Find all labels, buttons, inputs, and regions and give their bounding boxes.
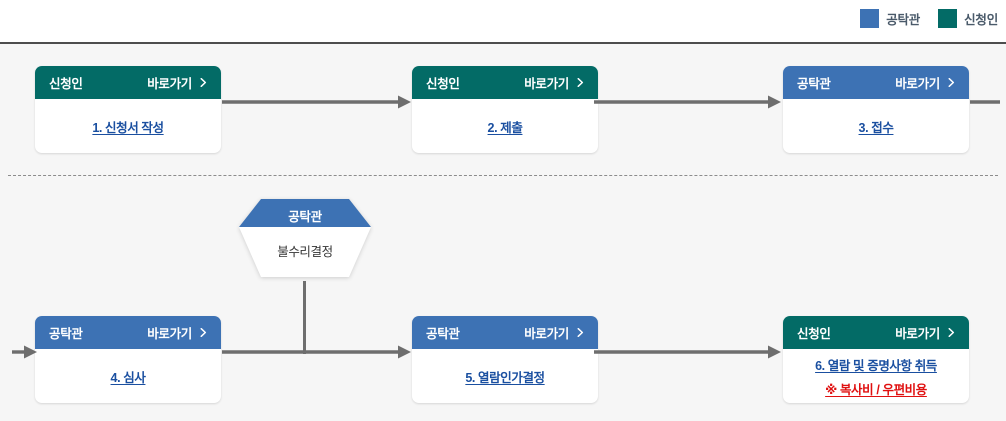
chevron-right-icon: [200, 78, 207, 87]
step-link-text[interactable]: 6. 열람 및 증명사항 취득: [815, 358, 937, 373]
step-card-5[interactable]: 공탁관 바로가기 5. 열람인가결정: [412, 316, 598, 403]
arrow-wrap-in-to-step4: [12, 344, 38, 360]
step-card-body: 3. 접수: [783, 99, 969, 153]
shortcut-link[interactable]: 바로가기: [147, 323, 208, 342]
legend-label: 신청인: [964, 13, 998, 27]
shortcut-link-label: 바로가기: [147, 327, 192, 341]
step-card-body: 1. 신청서 작성: [35, 99, 221, 153]
shortcut-link[interactable]: 바로가기: [524, 323, 585, 342]
step-link-text[interactable]: 2. 제출: [487, 120, 523, 135]
branch-text: 불수리결정: [277, 245, 333, 259]
teal-square-swatch: [938, 9, 958, 28]
step-role-label: 공탁관: [426, 327, 460, 341]
shortcut-link-label: 바로가기: [895, 327, 940, 341]
step-link-text[interactable]: 5. 열람인가결정: [465, 370, 545, 385]
step-card-4[interactable]: 공탁관 바로가기 4. 심사: [35, 316, 221, 403]
arrow-step1-to-step2: [222, 94, 412, 110]
step-card-header: 신청인 바로가기: [35, 66, 221, 99]
chevron-right-icon: [577, 328, 584, 337]
row-divider: [8, 175, 998, 176]
step-note-text[interactable]: ※ 복사비 / 우편비용: [825, 382, 927, 397]
branch-connector-line: [303, 281, 306, 354]
arrow-step5-to-step6: [594, 344, 782, 360]
branch-node-rejection[interactable]: 공탁관 불수리결정: [239, 199, 371, 277]
step-role-label: 신청인: [49, 77, 83, 91]
step-card-header: 공탁관 바로가기: [35, 316, 221, 349]
legend-item-applicant: 신청인: [938, 9, 998, 28]
chevron-right-icon: [200, 328, 207, 337]
shortcut-link-label: 바로가기: [895, 77, 940, 91]
step-role-label: 공탁관: [49, 327, 83, 341]
arrow-step3-wrap-out: [970, 94, 1006, 110]
step-card-3[interactable]: 공탁관 바로가기 3. 접수: [783, 66, 969, 153]
step-card-body: 6. 열람 및 증명사항 취득 ※ 복사비 / 우편비용: [783, 349, 969, 403]
diagram-canvas: 신청인 바로가기 1. 신청서 작성 신청인 바로가기 2. 제출: [0, 42, 1006, 421]
step-card-1[interactable]: 신청인 바로가기 1. 신청서 작성: [35, 66, 221, 153]
chevron-right-icon: [948, 328, 955, 337]
chevron-right-icon: [948, 78, 955, 87]
arrow-step4-to-step5: [222, 344, 412, 360]
shortcut-link[interactable]: 바로가기: [895, 323, 956, 342]
shortcut-link-label: 바로가기: [147, 77, 192, 91]
shortcut-link[interactable]: 바로가기: [895, 73, 956, 92]
shortcut-link-label: 바로가기: [524, 77, 569, 91]
step-role-label: 신청인: [797, 327, 831, 341]
legend-label: 공탁관: [886, 13, 921, 27]
arrow-step2-to-step3: [594, 94, 782, 110]
legend-item-custodian: 공탁관: [860, 9, 920, 28]
step-card-body: 5. 열람인가결정: [412, 349, 598, 403]
step-card-header: 신청인 바로가기: [783, 316, 969, 349]
shortcut-link-label: 바로가기: [524, 327, 569, 341]
shortcut-link[interactable]: 바로가기: [524, 73, 585, 92]
shortcut-link[interactable]: 바로가기: [147, 73, 208, 92]
step-card-body: 2. 제출: [412, 99, 598, 153]
step-link-text[interactable]: 3. 접수: [858, 120, 894, 135]
step-role-label: 신청인: [426, 77, 460, 91]
step-card-2[interactable]: 신청인 바로가기 2. 제출: [412, 66, 598, 153]
step-card-6[interactable]: 신청인 바로가기 6. 열람 및 증명사항 취득 ※ 복사비 / 우편비용: [783, 316, 969, 403]
branch-role-label: 공탁관: [288, 210, 322, 224]
step-link-text[interactable]: 4. 심사: [110, 370, 146, 385]
blue-square-swatch: [860, 9, 880, 28]
step-card-header: 신청인 바로가기: [412, 66, 598, 99]
step-card-body: 4. 심사: [35, 349, 221, 403]
legend: 공탁관 신청인: [860, 9, 998, 28]
step-link-text[interactable]: 1. 신청서 작성: [92, 120, 164, 135]
step-card-header: 공탁관 바로가기: [783, 66, 969, 99]
chevron-right-icon: [577, 78, 584, 87]
step-card-header: 공탁관 바로가기: [412, 316, 598, 349]
step-role-label: 공탁관: [797, 77, 831, 91]
